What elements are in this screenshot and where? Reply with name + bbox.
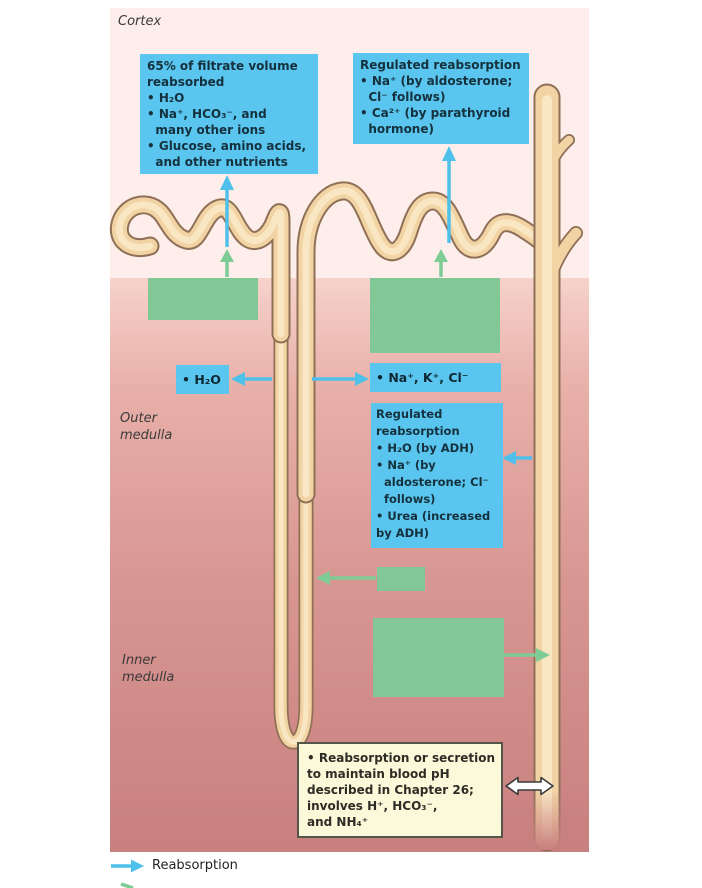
reabsorption-arrow-ions-icon bbox=[312, 372, 369, 386]
highlight-box-thin-ascending bbox=[377, 567, 425, 591]
exchange-arrow-icon bbox=[505, 776, 554, 796]
callout-descending-limb-h2o: • H₂O bbox=[176, 365, 229, 394]
callout-proximal-tubule: 65% of filtrate volume reabsorbed • H₂O … bbox=[140, 54, 318, 174]
green-arrow-thin-ascending-icon bbox=[316, 571, 376, 585]
reabsorption-arrow-proximal-icon bbox=[220, 175, 234, 247]
legend-reabsorption-label: Reabsorption bbox=[152, 858, 238, 873]
highlight-box-distal bbox=[370, 278, 500, 353]
green-arrow-proximal-icon bbox=[220, 249, 234, 277]
collecting-duct bbox=[528, 83, 583, 852]
cortex-label: Cortex bbox=[118, 14, 162, 29]
legend-secretion-arrow-tip-icon bbox=[120, 882, 134, 888]
legend-reabsorption-arrow-icon bbox=[111, 859, 144, 873]
highlight-box-inner-medulla bbox=[373, 618, 504, 697]
reabsorption-arrow-h2o-icon bbox=[231, 372, 272, 386]
green-arrow-distal-icon bbox=[434, 249, 448, 277]
reabsorption-arrow-distal-icon bbox=[442, 146, 456, 243]
callout-distal-tubule: Regulated reabsorption • Na⁺ (by aldoste… bbox=[353, 53, 529, 144]
outer-medulla-label: Outer medulla bbox=[120, 411, 173, 443]
green-arrow-inner-medulla-icon bbox=[504, 648, 550, 662]
highlight-box-proximal bbox=[148, 278, 258, 320]
inner-medulla-label: Inner medulla bbox=[122, 653, 175, 685]
loop-of-henle-thin-segment bbox=[273, 322, 314, 750]
reabsorption-arrow-collecting-duct-icon bbox=[502, 451, 532, 465]
distal-convoluted-tubule bbox=[296, 181, 549, 504]
proximal-convoluted-tubule bbox=[109, 195, 291, 344]
callout-collecting-duct: Regulated reabsorption • H₂O (by ADH) • … bbox=[371, 403, 503, 548]
callout-ascending-limb-ions: • Na⁺, K⁺, Cl⁻ bbox=[370, 363, 501, 392]
callout-ph-note: • Reabsorption or secretion to maintain … bbox=[297, 742, 503, 838]
